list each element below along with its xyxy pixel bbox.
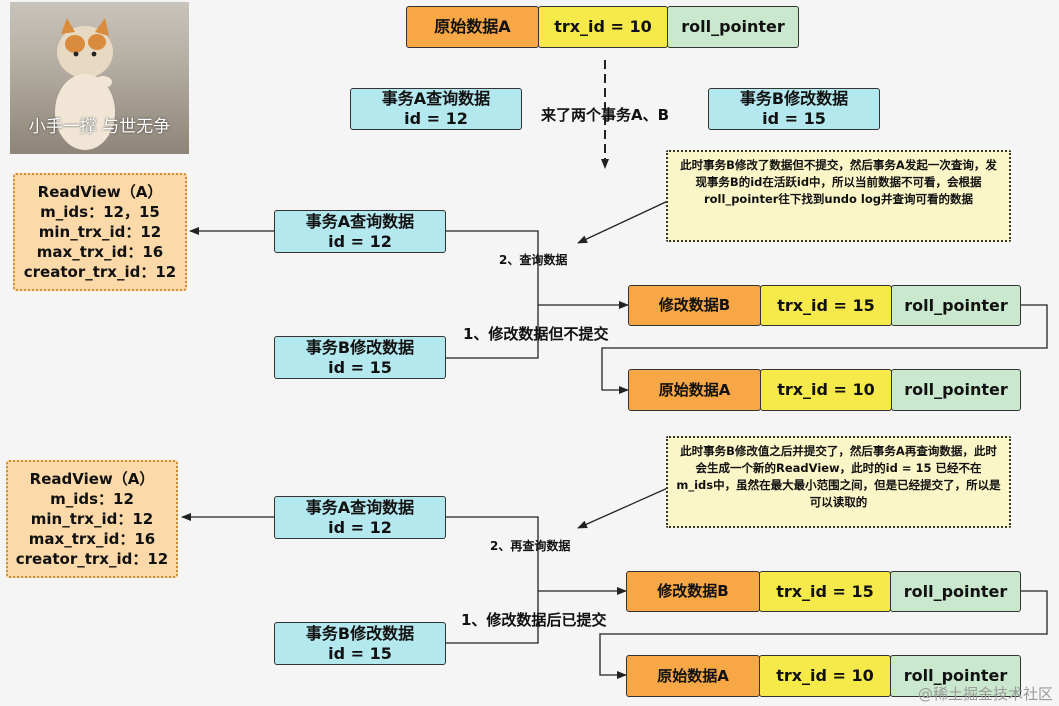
s2-newrec-roll-cell: roll_pointer bbox=[890, 571, 1021, 612]
readview-max-trx: max_trx_id：16 bbox=[36, 243, 164, 261]
s2-newrec-data-cell: 修改数据B bbox=[626, 571, 760, 612]
undo-link-1 bbox=[601, 304, 1048, 394]
s2-tx-a-box: 事务A查询数据 id = 12 bbox=[274, 496, 446, 539]
s1-oldrec-roll-cell: roll_pointer bbox=[891, 369, 1021, 411]
s1-oldrec-data-cell: 原始数据A bbox=[628, 369, 761, 411]
tx-a-id: id = 12 bbox=[404, 109, 468, 128]
s2-step-modify-label: 1、修改数据后已提交 bbox=[461, 611, 607, 629]
readview-max-trx: max_trx_id：16 bbox=[28, 530, 156, 548]
s2-oldrec-data-cell: 原始数据A bbox=[626, 655, 760, 697]
s1-step-modify-label: 1、修改数据但不提交 bbox=[463, 325, 609, 343]
tx-b-title: 事务B修改数据 bbox=[305, 623, 415, 643]
tx-b-title: 事务B修改数据 bbox=[305, 337, 415, 357]
top-record-roll-cell: roll_pointer bbox=[667, 6, 799, 48]
s1-step-query-label: 2、查询数据 bbox=[499, 253, 568, 267]
s1-newrec-roll-cell: roll_pointer bbox=[891, 285, 1021, 326]
s1-newrec-data-cell: 修改数据B bbox=[628, 285, 761, 326]
s2-oldrec-roll-cell: roll_pointer bbox=[890, 655, 1021, 697]
readview-m-ids: m_ids：12，15 bbox=[40, 203, 160, 221]
tx-a-title: 事务A查询数据 bbox=[381, 89, 491, 108]
note-pointer-2 bbox=[577, 486, 671, 529]
s2-step-query-label: 2、再查询数据 bbox=[490, 539, 571, 553]
top-tx-a-box: 事务A查询数据 id = 12 bbox=[350, 88, 522, 130]
arrival-label: 来了两个事务A、B bbox=[541, 106, 670, 124]
tx-b-id: id = 15 bbox=[328, 643, 392, 663]
tx-a-id: id = 12 bbox=[328, 231, 392, 251]
tx-a-title: 事务A查询数据 bbox=[305, 497, 415, 517]
tx-b-title: 事务B修改数据 bbox=[739, 89, 849, 108]
s2-tx-b-box: 事务B修改数据 id = 15 bbox=[274, 622, 446, 665]
top-tx-b-box: 事务B修改数据 id = 15 bbox=[708, 88, 880, 130]
tx-branch-2 bbox=[446, 516, 539, 644]
readview-box-1: ReadView（A） m_ids：12，15 min_trx_id：12 ma… bbox=[13, 173, 187, 291]
s1-tx-b-box: 事务B修改数据 id = 15 bbox=[274, 336, 446, 379]
s1-tx-a-box: 事务A查询数据 id = 12 bbox=[274, 210, 446, 253]
readview-min-trx: min_trx_id：12 bbox=[38, 223, 162, 241]
tx-b-id: id = 15 bbox=[328, 357, 392, 377]
s1-explanation-note: 此时事务B修改了数据但不提交，然后事务A发起一次查询，发现事务B的id在活跃id… bbox=[666, 150, 1011, 242]
readview-box-2: ReadView（A） m_ids：12 min_trx_id：12 max_t… bbox=[6, 460, 178, 578]
readview-creator: creator_trx_id：12 bbox=[15, 550, 169, 568]
top-record-data-cell: 原始数据A bbox=[406, 6, 539, 48]
site-watermark: @稀土掘金技术社区 bbox=[917, 685, 1053, 703]
s1-oldrec-trx-cell: trx_id = 10 bbox=[760, 369, 892, 411]
tx-b-id: id = 15 bbox=[762, 109, 826, 128]
readview-creator: creator_trx_id：12 bbox=[23, 263, 177, 281]
s2-explanation-note: 此时事务B修改值之后并提交了，然后事务A再查询数据，此时会生成一个新的ReadV… bbox=[666, 436, 1011, 528]
s2-newrec-trx-cell: trx_id = 15 bbox=[759, 571, 891, 612]
tx-a-id: id = 12 bbox=[328, 517, 392, 537]
meme-caption: 小手一撑 与世无争 bbox=[28, 117, 171, 137]
tx-a-title: 事务A查询数据 bbox=[305, 211, 415, 231]
top-record-trx-cell: trx_id = 10 bbox=[538, 6, 668, 48]
tx-branch-1 bbox=[446, 230, 539, 359]
readview-m-ids: m_ids：12 bbox=[50, 490, 134, 508]
readview-title: ReadView（A） bbox=[29, 470, 155, 488]
s2-oldrec-trx-cell: trx_id = 10 bbox=[759, 655, 891, 697]
note-pointer-1 bbox=[577, 199, 671, 244]
undo-link-2 bbox=[599, 590, 1048, 679]
readview-min-trx: min_trx_id：12 bbox=[30, 510, 154, 528]
cat-illustration bbox=[55, 18, 115, 150]
s1-newrec-trx-cell: trx_id = 15 bbox=[760, 285, 892, 326]
readview-title: ReadView（A） bbox=[37, 183, 163, 201]
cat-meme-image: 小手一撑 与世无争 bbox=[10, 2, 189, 154]
